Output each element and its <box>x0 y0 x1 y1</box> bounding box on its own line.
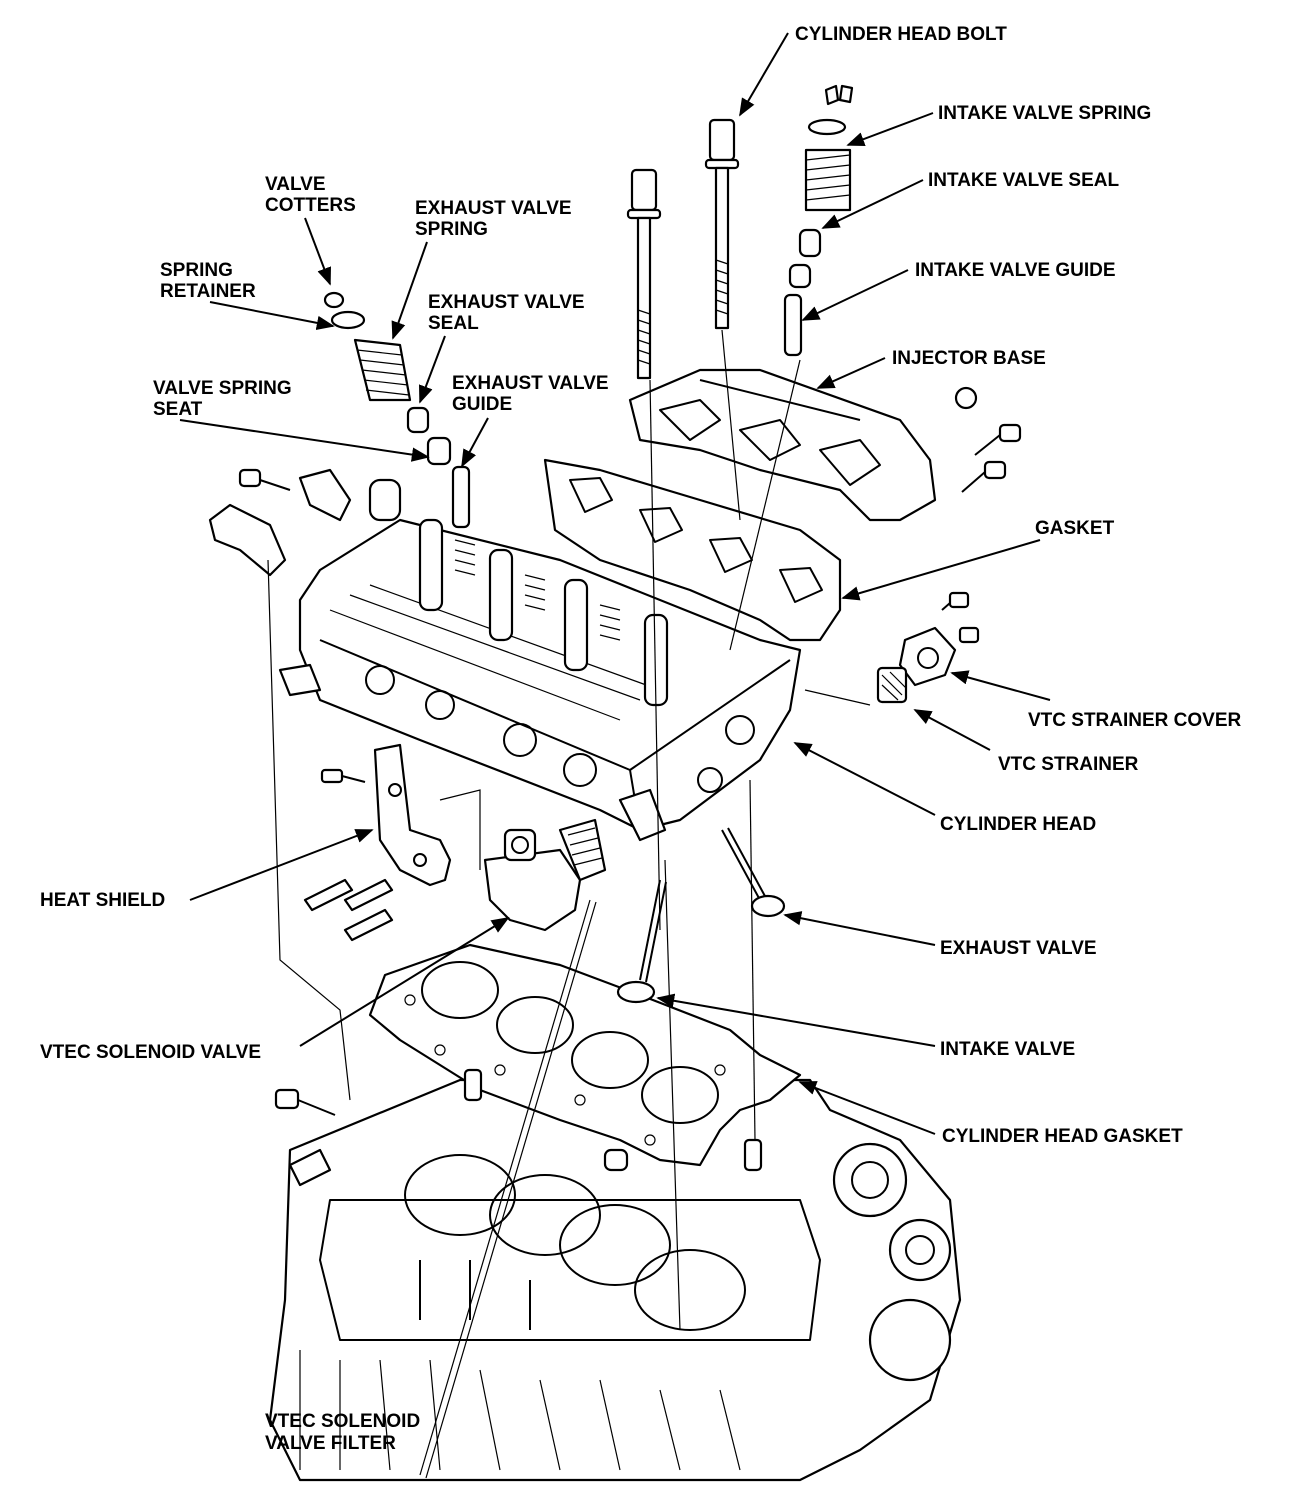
injector-base-part <box>628 368 937 522</box>
label-intake-valve-guide: INTAKE VALVE GUIDE <box>915 260 1116 281</box>
label-intake-valve: INTAKE VALVE <box>940 1039 1075 1060</box>
heat-shield-part <box>320 743 452 887</box>
intake-valve-parts <box>783 84 854 357</box>
label-exhaust-valve-spring-line2: SPRING <box>415 219 488 240</box>
callout-labels: CYLINDER HEAD BOLT INTAKE VALVE SPRING I… <box>40 24 1242 1454</box>
label-cylinder-head: CYLINDER HEAD <box>940 814 1096 835</box>
vtc-strainer-parts <box>876 591 980 704</box>
label-exhaust-valve-seal-line1: EXHAUST VALVE <box>428 292 585 313</box>
head-valve-springs <box>418 518 669 707</box>
cylinder-head-gasket-part <box>368 943 802 1167</box>
label-valve-cotters-line2: COTTERS <box>265 195 356 216</box>
label-vtc-strainer: VTC STRAINER <box>998 754 1139 775</box>
leader-lines <box>179 32 1051 1135</box>
label-spring-retainer-line2: RETAINER <box>160 281 256 302</box>
label-vtec-solenoid-valve-filter-line2: VALVE FILTER <box>265 1433 396 1454</box>
label-vtec-solenoid-valve-filter-line1: VTEC SOLENOID <box>265 1411 420 1432</box>
vtec-solenoid-valve-part <box>483 818 607 932</box>
block-bolt <box>274 1088 336 1187</box>
label-spring-retainer-line1: SPRING <box>160 260 233 281</box>
label-cylinder-head-gasket: CYLINDER HEAD GASKET <box>942 1126 1183 1147</box>
label-valve-cotters-line1: VALVE <box>265 174 326 195</box>
label-exhaust-valve-guide-line2: GUIDE <box>452 394 512 415</box>
cylinder-head-bolts <box>626 118 740 380</box>
label-vtc-strainer-cover: VTC STRAINER COVER <box>1028 710 1242 731</box>
engine-hanger-parts <box>208 468 402 577</box>
heat-shield-bolts <box>303 878 394 942</box>
engine-block <box>268 1078 962 1482</box>
label-heat-shield: HEAT SHIELD <box>40 890 165 911</box>
label-vtec-solenoid-valve: VTEC SOLENOID VALVE <box>40 1042 261 1063</box>
label-intake-valve-seal: INTAKE VALVE SEAL <box>928 170 1119 191</box>
label-cylinder-head-bolt: CYLINDER HEAD BOLT <box>795 24 1007 45</box>
label-exhaust-valve-spring-line1: EXHAUST VALVE <box>415 198 572 219</box>
injector-base-bolts <box>954 386 1022 493</box>
exhaust-valve-parts <box>323 291 471 529</box>
label-exhaust-valve-seal-line2: SEAL <box>428 313 479 334</box>
dowel-pins <box>463 1068 763 1172</box>
label-gasket: GASKET <box>1035 518 1115 539</box>
label-valve-spring-seat-line1: VALVE SPRING <box>153 378 292 399</box>
label-valve-spring-seat-line2: SEAT <box>153 399 203 420</box>
label-intake-valve-spring: INTAKE VALVE SPRING <box>938 103 1151 124</box>
label-exhaust-valve-guide-line1: EXHAUST VALVE <box>452 373 609 394</box>
valves <box>616 827 786 1004</box>
alignment-lines <box>267 329 871 1479</box>
label-injector-base: INJECTOR BASE <box>892 348 1046 369</box>
label-exhaust-valve: EXHAUST VALVE <box>940 938 1097 959</box>
intake-gasket-part <box>543 458 842 642</box>
